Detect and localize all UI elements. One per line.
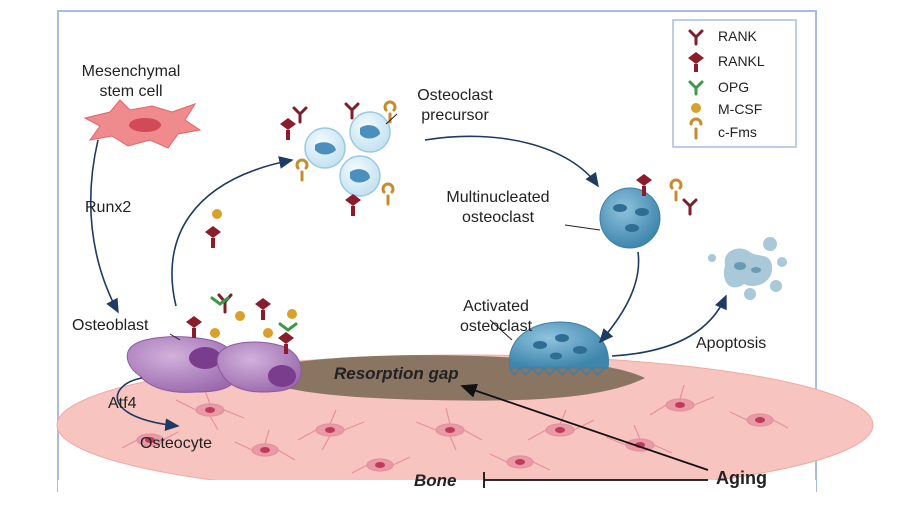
arrow-osteoblast-to-osteocyte [116, 377, 180, 432]
legend-label-opg: OPG [718, 79, 750, 95]
activated-osteoclast [508, 321, 609, 377]
label-osteoblast: Osteoblast [72, 317, 149, 334]
arrow-multinucleated-to-activated [598, 251, 640, 344]
signaling-molecules [186, 100, 698, 354]
inhibit-aging-to-bone [483, 472, 708, 488]
arrow-activated-to-apoptosis [611, 294, 727, 357]
osteoclast-precursor-cells [304, 111, 391, 197]
rankl-ligand-icon [688, 52, 704, 72]
aging-arrows [460, 383, 709, 488]
label-resorption-gap: Resorption gap [334, 364, 459, 383]
multinucleated-osteoclast [599, 187, 661, 249]
osteocyte-network [121, 384, 789, 474]
label-activated-osteoclast: Activated osteoclast [459, 298, 533, 335]
label-bone: Bone [414, 471, 457, 490]
legend-label-mcsf: M-CSF [718, 101, 763, 117]
rank-receptor-icon [688, 29, 704, 46]
osteoblast-cells [126, 336, 302, 393]
opg-icon [688, 80, 704, 96]
arrow-precursor-to-multinucleated [424, 135, 599, 188]
pathway-arrows [89, 135, 727, 432]
label-mesenchymal-stem-cell: Mesenchymal stem cell [81, 63, 181, 100]
arrow-osteoblast-to-precursor [171, 156, 294, 307]
apoptotic-cell-fragments [708, 237, 787, 300]
label-multinucleated-osteoclast: Multinucleated osteoclast [446, 189, 550, 226]
label-osteoclast-precursor: Osteoclast precursor [417, 87, 493, 124]
label-aging: Aging [716, 468, 767, 488]
label-osteocyte: Osteocyte [140, 435, 213, 452]
arrow-msc-to-osteoblast [89, 139, 119, 314]
legend-label-cfms: c-Fms [718, 124, 757, 140]
label-apoptosis: Apoptosis [696, 335, 767, 352]
legend-label-rank: RANK [718, 28, 757, 44]
mesenchymal-stem-cell [83, 99, 202, 149]
mcsf-icon [691, 103, 701, 113]
label-leaders [169, 113, 601, 341]
label-atf4: Atf4 [108, 395, 137, 412]
arrow-aging-to-resorption [460, 383, 709, 471]
cfms-icon [689, 117, 703, 140]
legend-icons [688, 29, 704, 140]
legend-label-rankl: RANKL [718, 53, 765, 69]
label-runx2: Runx2 [85, 199, 132, 216]
